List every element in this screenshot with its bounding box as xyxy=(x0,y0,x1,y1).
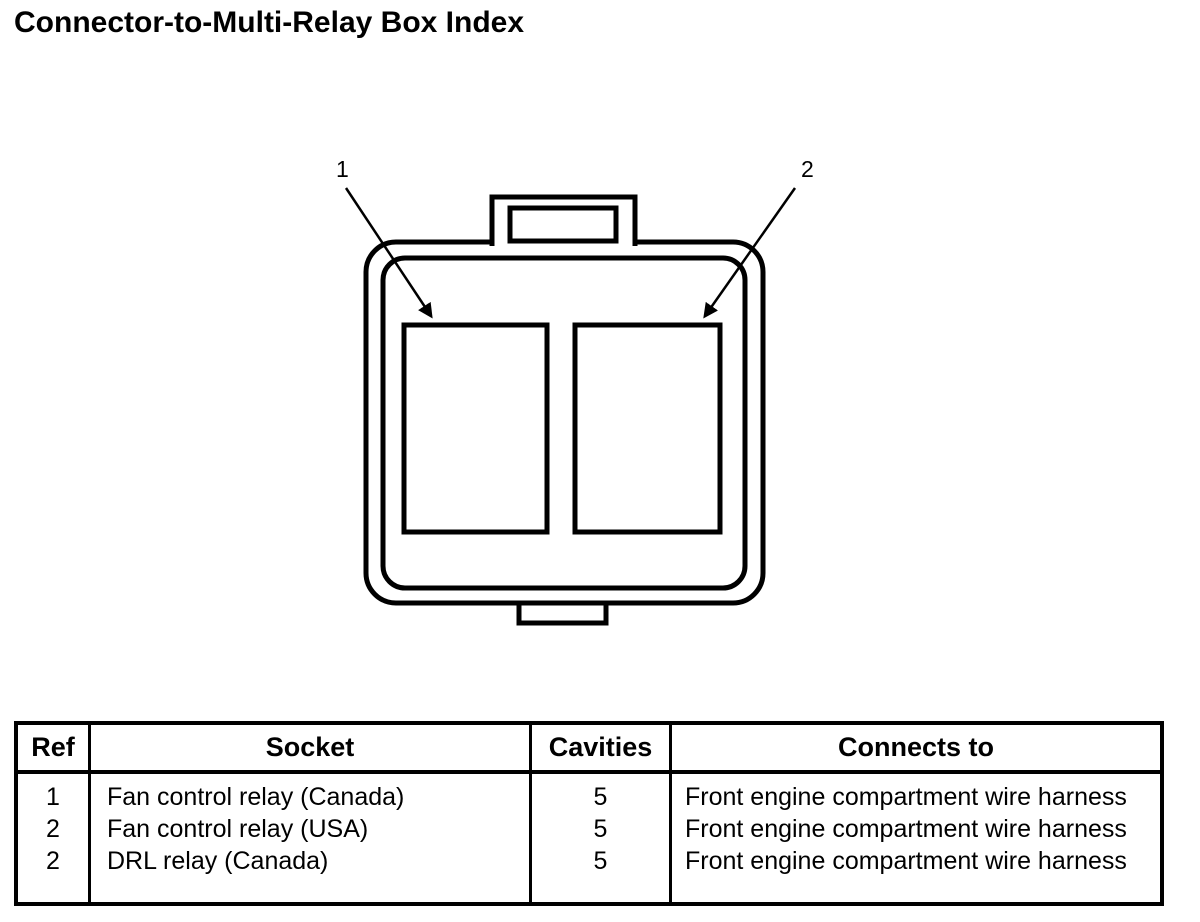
connector-index-table: Ref Socket Cavities Connects to 1 2 2 Fa… xyxy=(14,721,1164,906)
callout-2-arrow xyxy=(703,187,797,319)
connector-body-inner-outline xyxy=(380,255,748,591)
latch-gap-mask xyxy=(490,193,637,245)
callout-1-arrow xyxy=(344,187,433,319)
table-cell-cavities: 5 xyxy=(593,783,608,811)
table-cell-socket: Fan control relay (USA) xyxy=(107,815,369,843)
socket-2 xyxy=(572,322,723,535)
table-cell-socket: Fan control relay (Canada) xyxy=(107,783,405,811)
table-cell-socket: DRL relay (Canada) xyxy=(107,847,329,875)
table-header-row: Ref Socket Cavities Connects to xyxy=(18,725,1160,774)
bottom-tab xyxy=(516,602,609,626)
table-cell-ref: 2 xyxy=(46,847,60,875)
column-cavities: 5 5 5 xyxy=(532,774,672,902)
table-cell-connects-to: Front engine compartment wire harness xyxy=(685,815,1127,843)
table-cell-connects-to: Front engine compartment wire harness xyxy=(685,847,1127,875)
top-latch xyxy=(489,194,638,246)
page-title: Connector-to-Multi-Relay Box Index xyxy=(14,6,525,39)
table-cell-ref: 2 xyxy=(46,815,60,843)
table-cell-ref: 1 xyxy=(46,783,60,811)
socket-1 xyxy=(401,322,550,535)
table-cell-connects-to: Front engine compartment wire harness xyxy=(685,783,1127,811)
column-connects-to: Front engine compartment wire harness Fr… xyxy=(672,774,1160,902)
header-connects-to: Connects to xyxy=(837,732,994,762)
table-cell-cavities: 5 xyxy=(593,847,608,875)
connector-body-outer-outline xyxy=(363,239,766,606)
top-latch-window xyxy=(507,205,619,244)
header-ref: Ref xyxy=(18,725,91,770)
column-ref: 1 2 2 xyxy=(18,774,91,902)
column-socket: Fan control relay (Canada) Fan control r… xyxy=(91,774,532,902)
table-cell-cavities: 5 xyxy=(593,815,608,843)
header-socket: Socket xyxy=(91,725,532,770)
header-cavities: Cavities xyxy=(532,725,672,770)
callout-1-label: 1 xyxy=(336,156,349,182)
connector-diagram: 1 2 xyxy=(336,156,814,626)
callout-2-label: 2 xyxy=(801,156,814,182)
table-body: 1 2 2 Fan control relay (Canada) Fan con… xyxy=(18,774,1160,902)
